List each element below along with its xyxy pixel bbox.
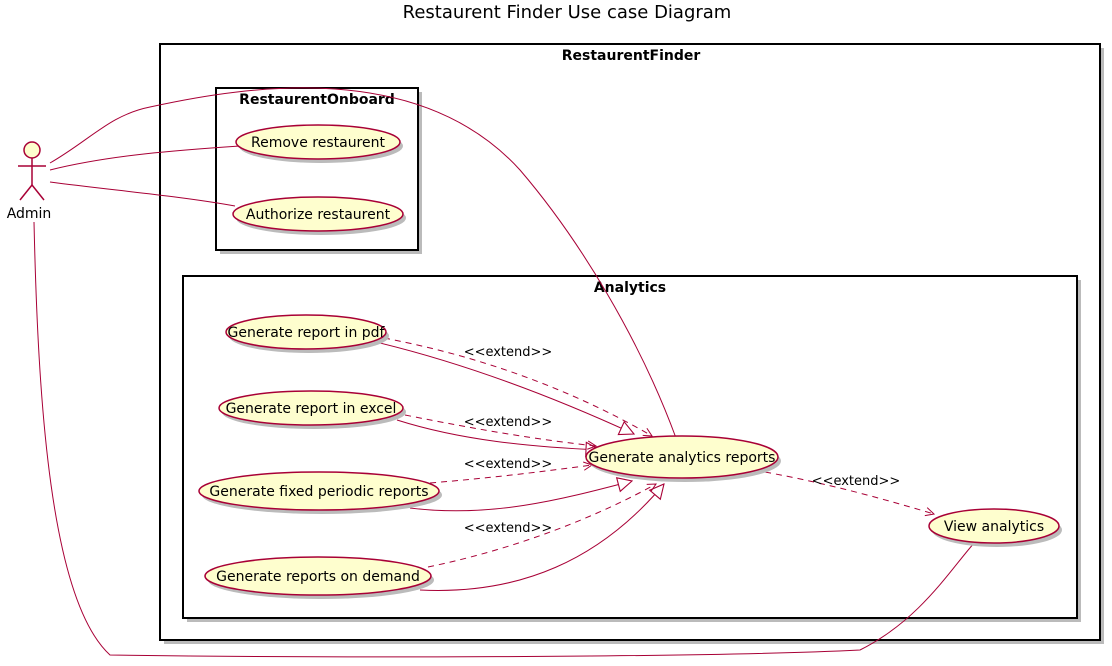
extend-label-demand: <<extend>>	[464, 521, 553, 536]
usecase-label-analytics-reports: Generate analytics reports	[589, 450, 776, 466]
actor-label: Admin	[7, 206, 52, 222]
usecase-label-fixed: Generate fixed periodic reports	[209, 484, 428, 500]
extend-label-view: <<extend>>	[812, 474, 901, 489]
assoc-admin-authorize	[49, 181, 236, 207]
assoc-admin-analytics-reports	[49, 87, 677, 439]
usecase-label-demand: Generate reports on demand	[216, 569, 420, 585]
extends	[383, 337, 934, 568]
usecase-generate-reports-on-demand: Generate reports on demand	[204, 556, 434, 599]
usecase-label-excel: Generate report in excel	[226, 401, 397, 417]
gen-excel	[396, 419, 600, 450]
usecase-remove-restaurent: Remove restaurent	[235, 124, 403, 163]
usecase-generate-report-excel: Generate report in excel	[218, 390, 406, 429]
usecase-generate-analytics-reports: Generate analytics reports	[585, 435, 781, 482]
actor-admin	[18, 141, 46, 201]
gen-pdf	[379, 342, 634, 434]
ext-fixed	[429, 465, 592, 484]
extend-label-pdf: <<extend>>	[464, 345, 553, 360]
usecase-generate-report-pdf: Generate report in pdf	[225, 314, 389, 353]
package-label-restaurent-finder: RestaurentFinder	[562, 48, 701, 64]
ext-excel	[404, 414, 596, 446]
ext-demand	[427, 484, 656, 568]
assoc-admin-view-analytics	[33, 221, 976, 658]
usecase-view-analytics: View analytics	[928, 508, 1062, 547]
generalizations	[379, 342, 664, 591]
usecase-label-remove: Remove restaurent	[251, 135, 385, 151]
usecase-label-view: View analytics	[944, 519, 1044, 535]
usecase-generate-fixed-periodic-reports: Generate fixed periodic reports	[198, 471, 442, 514]
gen-fixed	[409, 481, 632, 512]
usecase-label-pdf: Generate report in pdf	[228, 325, 386, 341]
package-label-analytics: Analytics	[594, 280, 666, 296]
ext-pdf	[383, 337, 652, 436]
usecase-label-authorize: Authorize restaurent	[246, 207, 391, 223]
gen-demand	[419, 484, 664, 591]
ext-view	[764, 471, 934, 514]
diagram-title: Restaurent Finder Use case Diagram	[403, 2, 732, 23]
assoc-admin-remove	[49, 145, 241, 171]
extend-label-fixed: <<extend>>	[464, 457, 553, 472]
associations	[33, 87, 976, 658]
usecase-authorize-restaurent: Authorize restaurent	[232, 196, 406, 235]
package-label-restaurent-onboard: RestaurentOnboard	[239, 92, 395, 108]
extend-label-excel: <<extend>>	[464, 415, 553, 430]
